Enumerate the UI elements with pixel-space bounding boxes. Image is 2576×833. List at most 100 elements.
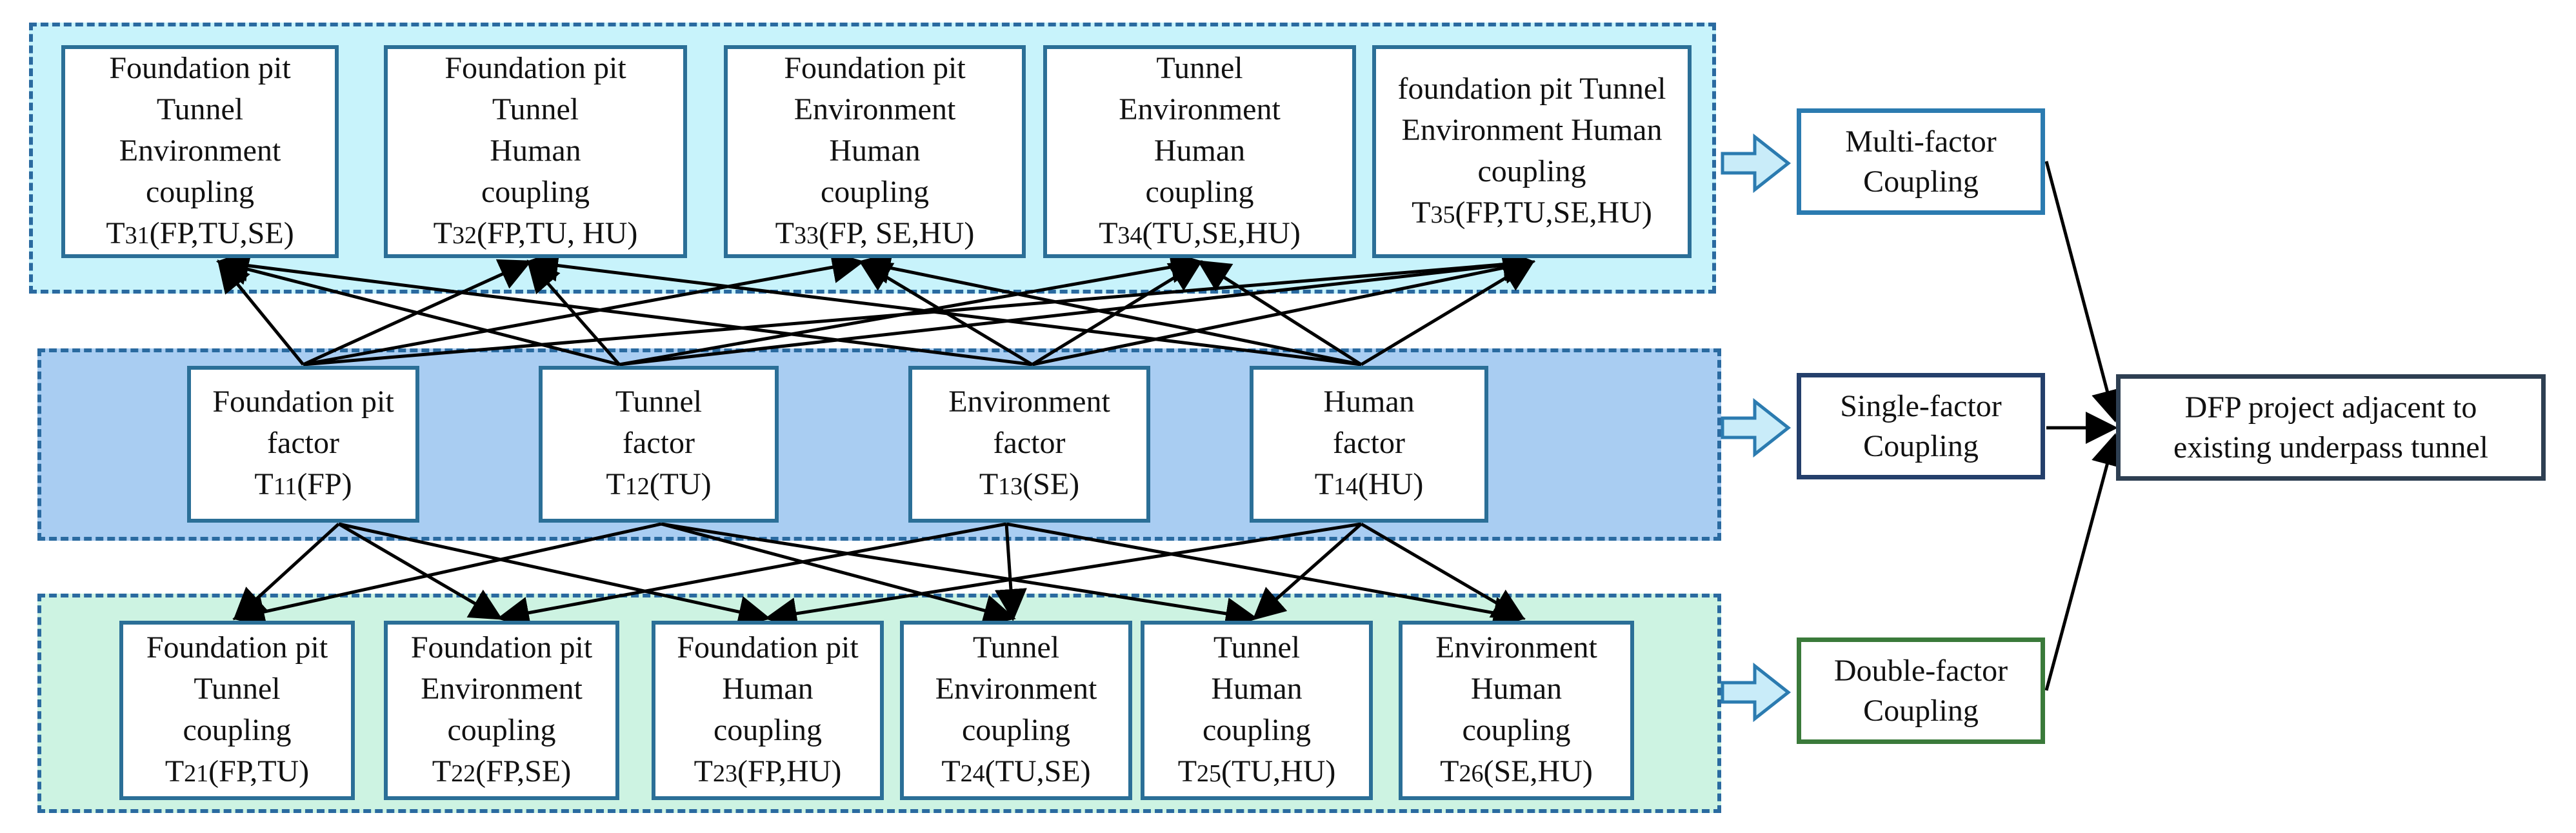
- box-line: Coupling: [1863, 428, 1979, 463]
- box-line: Human: [1323, 385, 1415, 419]
- box-line: Foundation pit: [212, 385, 394, 419]
- box-line: Foundation pit: [146, 630, 328, 665]
- multi-coupling-box-t34: Tunnel Environment Human coupling T34(TU…: [1043, 45, 1356, 258]
- box-line: Foundation pit: [677, 630, 859, 665]
- single-factor-coupling-box: Single-factor Coupling: [1797, 373, 2045, 479]
- arrow-double-to-target: [2044, 433, 2123, 691]
- single-factor-box-t11: Foundation pit factor T11(FP): [187, 366, 419, 523]
- box-line: coupling: [821, 174, 929, 209]
- double-coupling-box-t26: Environment Human coupling T26(SE,HU): [1399, 621, 1634, 800]
- double-coupling-box-t23: Foundation pit Human coupling T23(FP,HU): [652, 621, 884, 800]
- box-code: T33(FP, SE,HU): [775, 216, 975, 250]
- single-factor-box-t14: Human factor T14(HU): [1250, 366, 1488, 523]
- box-line: coupling: [1203, 712, 1311, 747]
- box-line: Environment: [948, 385, 1110, 419]
- box-line: Coupling: [1863, 164, 1979, 199]
- arrow-single-to-double: [764, 522, 1362, 630]
- box-code: T31(FP,TU,SE): [106, 216, 294, 250]
- box-line: Environment: [119, 133, 281, 168]
- box-line: Foundation pit: [444, 50, 626, 85]
- multi-coupling-box-t32: Foundation pit Tunnel Human coupling T32…: [384, 45, 687, 258]
- arrow-single-to-multi: [303, 248, 1535, 366]
- dfp-project-box: DFP project adjacent to existing underpa…: [2116, 374, 2546, 481]
- box-line: Tunnel: [194, 671, 281, 706]
- box-line: Human: [1153, 133, 1246, 168]
- box-line: Human: [1211, 671, 1303, 706]
- multi-coupling-box-t31: Foundation pit Tunnel Environment coupli…: [61, 45, 339, 258]
- arrow-single-to-multi: [302, 259, 532, 366]
- single-factor-box-t13: Environment factor T13(SE): [908, 366, 1150, 523]
- double-coupling-box-t25: Tunnel Human coupling T25(TU,HU): [1141, 621, 1373, 800]
- double-coupling-box-t21: Foundation pit Tunnel coupling T21(FP,TU…: [119, 621, 355, 800]
- arrow-single-to-multi: [217, 259, 305, 366]
- box-line: factor: [993, 426, 1066, 460]
- box-line: coupling: [962, 712, 1070, 747]
- box-line: coupling: [183, 712, 292, 747]
- box-line: DFP project adjacent to: [2184, 390, 2477, 425]
- box-line: Environment: [1119, 92, 1281, 126]
- single-factor-box-t12: Tunnel factor T12(TU): [539, 366, 779, 523]
- arrow-multi-to-target: [2044, 161, 2123, 423]
- box-line: factor: [623, 426, 695, 460]
- box-line: Environment: [1435, 630, 1597, 665]
- box-code: T25(TU,HU): [1177, 754, 1336, 788]
- box-line: Multi-factor: [1845, 124, 1997, 159]
- box-line: factor: [1333, 426, 1405, 460]
- box-code: T12(TU): [606, 467, 712, 501]
- arrow-single-to-multi: [619, 249, 1535, 366]
- arrow-single-to-multi: [303, 251, 864, 366]
- box-line: Foundation pit: [109, 50, 291, 85]
- box-line: Coupling: [1863, 693, 1979, 728]
- double-factor-coupling-box: Double-factor Coupling: [1797, 637, 2045, 744]
- multi-coupling-box-t35: foundation pit Tunnel Environment Human …: [1372, 45, 1692, 258]
- arrow-single-to-multi: [858, 260, 1033, 366]
- box-line: coupling: [1477, 154, 1586, 188]
- arrow-single-to-multi: [1031, 260, 1203, 366]
- box-line: existing underpass tunnel: [2173, 430, 2488, 465]
- arrow-single-to-double: [1360, 522, 1526, 620]
- box-line: factor: [267, 426, 339, 460]
- box-line: coupling: [146, 174, 254, 209]
- arrow-single-to-double: [661, 522, 1016, 627]
- arrow-single-to-multi: [216, 249, 1033, 366]
- box-line: Environment: [935, 671, 1097, 706]
- box-line: Single-factor: [1840, 388, 2002, 423]
- block-arrow-single: [1721, 397, 1792, 458]
- box-code: T23(FP,HU): [694, 754, 842, 788]
- box-line: Human: [829, 133, 921, 168]
- box-line: Tunnel: [1213, 630, 1301, 665]
- box-code: T13(SE): [979, 467, 1080, 501]
- arrow-single-to-double: [1006, 522, 1526, 629]
- box-line: Foundation pit: [410, 630, 593, 665]
- box-line: coupling: [447, 712, 556, 747]
- box-code: T11(FP): [254, 467, 352, 501]
- arrow-single-to-multi: [1032, 252, 1535, 366]
- arrow-single-to-double: [232, 522, 662, 628]
- double-coupling-box-t24: Tunnel Environment coupling T24(TU,SE): [900, 621, 1132, 800]
- multi-coupling-box-t33: Foundation pit Environment Human couplin…: [724, 45, 1026, 258]
- box-line: Double-factor: [1833, 653, 2008, 688]
- box-line: Tunnel: [156, 92, 244, 126]
- arrow-single-to-double: [1252, 523, 1363, 621]
- block-arrow-multi: [1721, 133, 1792, 194]
- arrow-single-to-multi: [1360, 260, 1535, 366]
- box-line: Tunnel: [1156, 50, 1243, 85]
- arrow-single-to-double: [338, 522, 771, 628]
- box-code: T22(FP,SE): [432, 754, 572, 788]
- arrow-single-to-double: [661, 522, 1258, 630]
- box-code: T35(FP,TU,SE,HU): [1412, 195, 1652, 230]
- box-line: coupling: [714, 712, 822, 747]
- box-line: Tunnel: [492, 92, 579, 126]
- box-code: T24(TU,SE): [941, 754, 1091, 788]
- arrow-single-to-double: [497, 522, 1007, 629]
- box-line: foundation pit Tunnel: [1397, 71, 1666, 106]
- arrow-single-to-double: [337, 522, 503, 620]
- box-line: Foundation pit: [784, 50, 966, 85]
- box-line: Human: [1470, 671, 1563, 706]
- arrow-single-to-multi: [858, 252, 1362, 366]
- box-line: Environment: [794, 92, 956, 126]
- box-line: Tunnel: [615, 385, 703, 419]
- box-line: Environment: [421, 671, 583, 706]
- box-line: Environment Human: [1401, 112, 1662, 147]
- box-code: T26(SE,HU): [1440, 754, 1593, 788]
